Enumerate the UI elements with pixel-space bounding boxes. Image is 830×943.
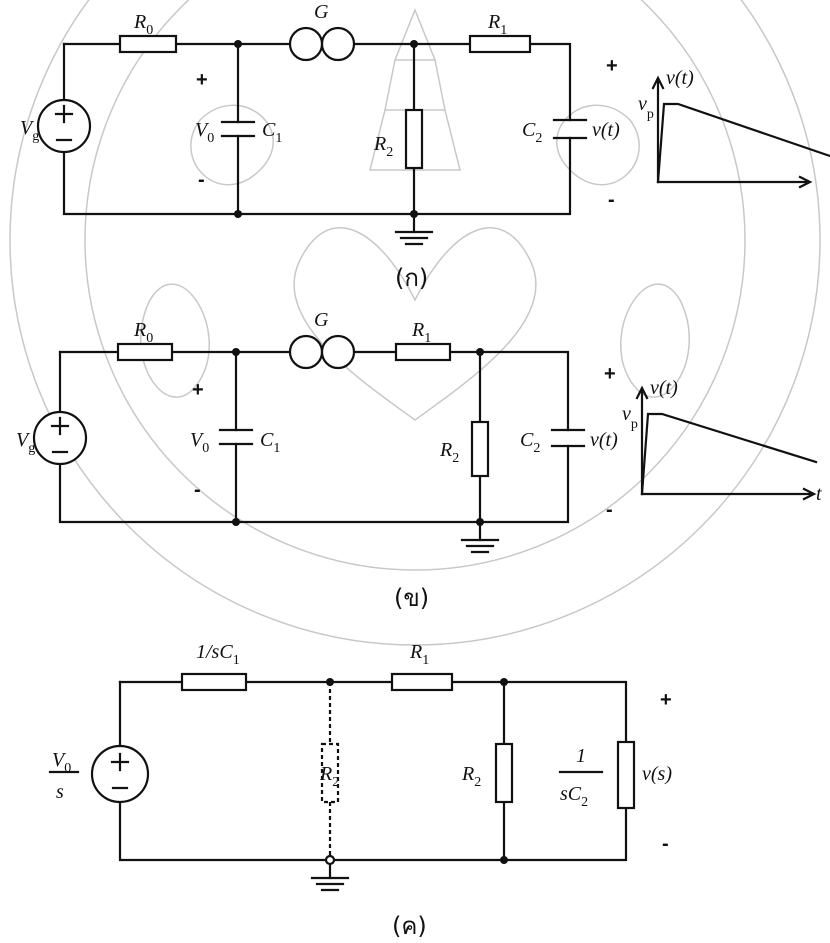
- resistor-r2-c: [494, 742, 514, 804]
- capacitor-c1-b: [218, 428, 254, 446]
- svg-text:G: G: [314, 1, 329, 23]
- svg-text:V0: V0: [195, 119, 214, 146]
- svg-text:s: s: [56, 781, 64, 803]
- svg-text:-: -: [662, 833, 669, 855]
- svg-text:R0: R0: [133, 11, 153, 38]
- svg-text:V0: V0: [190, 429, 209, 456]
- impedance-z1: [180, 672, 248, 692]
- svg-text:t: t: [816, 483, 822, 505]
- circuit-c: V0 s 1/sC1 R1 R2 R2 1 sC2 v(s) + - (ค): [48, 641, 672, 940]
- ground-icon: [394, 230, 434, 246]
- capacitor-c2: [552, 118, 588, 140]
- ground-icon-b: [460, 538, 500, 554]
- svg-text:+: +: [192, 379, 204, 401]
- svg-text:+: +: [196, 69, 208, 91]
- voltage-source-icon-c: [90, 744, 150, 804]
- circuit-b: Vg R0 G R1 R2 V0 C1 C2 v(t) + - + - v(t)…: [16, 309, 822, 612]
- caption-c: (ค): [392, 912, 427, 940]
- voltage-source-icon-b: [32, 410, 88, 466]
- capacitor-c2-b: [550, 428, 586, 448]
- svg-text:C2: C2: [520, 429, 540, 456]
- svg-text:1/sC1: 1/sC1: [196, 641, 240, 668]
- voltage-source-icon: [36, 98, 92, 154]
- gap-left-icon-b: [288, 334, 324, 370]
- svg-text:R2: R2: [439, 439, 459, 466]
- svg-text:sC2: sC2: [560, 783, 588, 810]
- svg-text:C1: C1: [260, 429, 280, 456]
- svg-text:vp: vp: [622, 403, 638, 432]
- resistor-r1: [468, 34, 532, 54]
- resistor-r1-c: [390, 672, 454, 692]
- circuit-a: Vg R0 G R1 R2 V0 C1 C2 v(t) + - + - v(t)…: [20, 1, 830, 292]
- svg-text:1: 1: [576, 745, 586, 767]
- svg-text:+: +: [606, 55, 618, 77]
- svg-text:R2: R2: [373, 133, 393, 160]
- waveform-b: v(t) vp t: [622, 377, 822, 505]
- svg-text:R0: R0: [133, 319, 153, 346]
- resistor-r2-dashed: [320, 742, 340, 804]
- svg-text:v(s): v(s): [642, 763, 672, 785]
- gap-left-icon: [288, 26, 324, 62]
- svg-text:Vg: Vg: [20, 117, 39, 144]
- svg-text:G: G: [314, 309, 329, 331]
- resistor-r1-b: [394, 342, 452, 362]
- svg-text:-: -: [608, 189, 615, 211]
- svg-text:R2: R2: [461, 763, 481, 790]
- resistor-r0-b: [116, 342, 174, 362]
- resistor-r0: [118, 34, 178, 54]
- ground-icon-c: [310, 876, 350, 892]
- caption-b: (ข): [394, 584, 429, 612]
- resistor-r2-b: [470, 420, 490, 478]
- svg-text:C1: C1: [262, 119, 282, 146]
- svg-text:v(t): v(t): [590, 429, 618, 451]
- svg-text:R2: R2: [319, 763, 339, 790]
- gap-right-icon-b: [320, 334, 356, 370]
- waveform-a: v(t) vp: [638, 67, 830, 189]
- svg-text:-: -: [194, 479, 201, 501]
- svg-text:v(t): v(t): [650, 377, 678, 399]
- svg-text:+: +: [660, 689, 672, 711]
- svg-text:C2: C2: [522, 119, 542, 146]
- svg-text:-: -: [606, 499, 613, 521]
- capacitor-c1: [220, 120, 256, 138]
- svg-text:vp: vp: [638, 93, 654, 122]
- gap-right-icon: [320, 26, 356, 62]
- svg-text:v(t): v(t): [592, 119, 620, 141]
- watermark-seal: [9, 0, 821, 646]
- resistor-r2: [404, 108, 424, 170]
- caption-a: (ก): [395, 264, 428, 292]
- svg-text:+: +: [604, 363, 616, 385]
- svg-text:v(t): v(t): [666, 67, 694, 89]
- svg-text:R1: R1: [409, 641, 429, 668]
- impedance-zc2: [616, 740, 636, 810]
- svg-text:V0: V0: [52, 749, 71, 776]
- svg-text:Vg: Vg: [16, 429, 35, 456]
- svg-text:R1: R1: [487, 11, 507, 38]
- svg-text:-: -: [198, 169, 205, 191]
- svg-text:R1: R1: [411, 319, 431, 346]
